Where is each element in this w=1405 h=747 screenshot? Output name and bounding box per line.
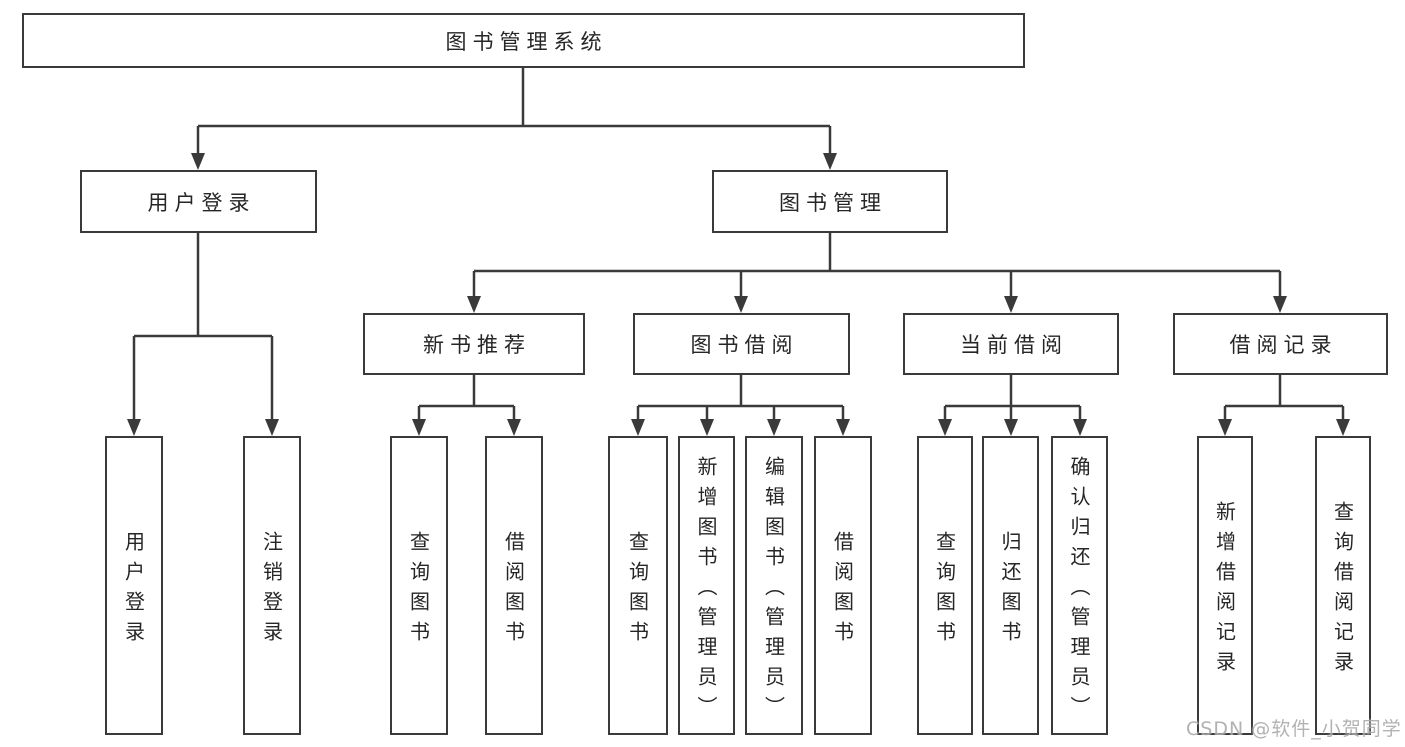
node-new-book-recommend: 新书推荐: [363, 313, 585, 375]
node-user-login: 用户登录: [80, 170, 317, 233]
node-leaf-borrow-books-1: 借阅图书: [485, 436, 543, 735]
node-root-label: 图书管理系统: [445, 29, 608, 54]
node-book-management: 图书管理: [712, 170, 948, 233]
node-leaf-add-books-label: 新增图书（管理员）: [694, 455, 718, 726]
node-user-login-label: 用户登录: [147, 190, 256, 215]
node-leaf-user-login-label: 用户登录: [121, 530, 146, 651]
node-leaf-edit-books-label: 编辑图书（管理员）: [761, 455, 786, 726]
node-current-borrow: 当前借阅: [903, 313, 1119, 375]
node-leaf-query-books-2-label: 查询图书: [625, 530, 650, 651]
node-leaf-query-books-2: 查询图书: [608, 436, 668, 735]
edge-new-book-recommend-to-leaves: [412, 375, 521, 436]
node-leaf-add-books: 新增图书（管理员）: [678, 436, 735, 735]
edge-borrow-records-to-leaves: [1218, 375, 1350, 436]
node-borrow-records-label: 借阅记录: [1229, 333, 1338, 357]
node-leaf-logout-label: 注销登录: [259, 530, 284, 651]
node-book-borrow-label: 图书借阅: [690, 333, 799, 357]
node-current-borrow-label: 当前借阅: [960, 333, 1068, 357]
node-book-management-label: 图书管理: [779, 190, 887, 215]
node-leaf-confirm-return: 确认归还（管理员）: [1051, 436, 1108, 735]
node-leaf-logout: 注销登录: [243, 436, 301, 735]
node-leaf-return-books: 归还图书: [982, 436, 1039, 735]
node-leaf-query-books-3: 查询图书: [917, 436, 973, 735]
node-new-book-recommend-label: 新书推荐: [423, 333, 531, 357]
edge-user-login-to-leaves: [127, 233, 279, 436]
edge-book-management-to-level3: [467, 233, 1287, 313]
edge-book-borrow-to-leaves: [631, 375, 850, 436]
node-leaf-query-books-1-label: 查询图书: [406, 530, 431, 651]
node-leaf-add-record-label: 新增借阅记录: [1212, 500, 1237, 681]
node-root: 图书管理系统: [22, 13, 1025, 68]
node-leaf-borrow-books-2-label: 借阅图书: [830, 530, 855, 651]
node-book-borrow: 图书借阅: [633, 313, 850, 375]
node-leaf-query-books-1: 查询图书: [390, 436, 448, 735]
node-leaf-add-record: 新增借阅记录: [1197, 436, 1253, 735]
node-leaf-query-books-3-label: 查询图书: [932, 530, 957, 651]
node-leaf-query-record: 查询借阅记录: [1315, 436, 1371, 735]
node-leaf-query-record-label: 查询借阅记录: [1330, 500, 1355, 681]
node-borrow-records: 借阅记录: [1173, 313, 1388, 375]
edge-current-borrow-to-leaves: [938, 375, 1087, 436]
node-leaf-user-login: 用户登录: [105, 436, 163, 735]
node-leaf-confirm-return-label: 确认归还（管理员）: [1067, 455, 1091, 726]
watermark: CSDN @软件_小贺同学: [1186, 718, 1402, 740]
edge-root-to-level2: [191, 68, 837, 170]
node-leaf-return-books-label: 归还图书: [998, 530, 1022, 651]
node-leaf-borrow-books-1-label: 借阅图书: [501, 530, 526, 651]
node-leaf-edit-books: 编辑图书（管理员）: [745, 436, 803, 735]
node-leaf-borrow-books-2: 借阅图书: [814, 436, 872, 735]
